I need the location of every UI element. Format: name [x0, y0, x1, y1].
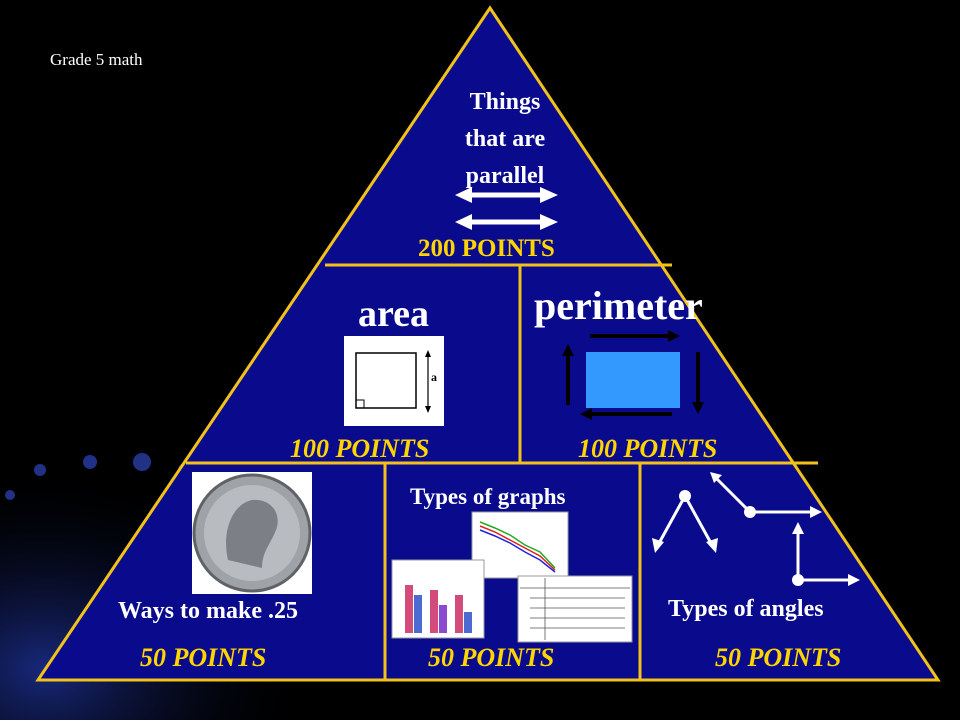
bottom-left-category: Ways to make .25 — [118, 598, 298, 624]
perimeter-rectangle-icon — [562, 330, 704, 420]
top-category-label: Things that are parallel — [440, 84, 570, 195]
angles-icon — [652, 472, 860, 586]
bottom-middle-category: Types of graphs — [410, 484, 566, 509]
square-area-icon — [344, 336, 444, 426]
corner-label: Grade 5 math — [50, 50, 143, 69]
top-category-line-2: that are — [464, 126, 546, 152]
bottom-right-points[interactable]: 50 POINTS — [715, 643, 842, 672]
bottom-right-category: Types of angles — [668, 596, 824, 622]
middle-right-points[interactable]: 100 POINTS — [578, 434, 718, 463]
graphs-icon — [391, 511, 633, 643]
bottom-left-points[interactable]: 50 POINTS — [140, 643, 267, 672]
bottom-middle-points[interactable]: 50 POINTS — [428, 643, 555, 672]
top-category-line-3: parallel — [465, 163, 545, 189]
middle-left-category: area — [358, 293, 430, 335]
area-side-label: a — [431, 370, 437, 384]
middle-right-category: perimeter — [534, 283, 703, 328]
top-points[interactable]: 200 POINTS — [418, 235, 555, 262]
middle-left-points[interactable]: 100 POINTS — [290, 434, 430, 463]
parallel-arrows-icon — [455, 187, 558, 230]
top-category-line-1: Things — [469, 89, 541, 115]
quarter-coin-icon — [192, 472, 312, 594]
